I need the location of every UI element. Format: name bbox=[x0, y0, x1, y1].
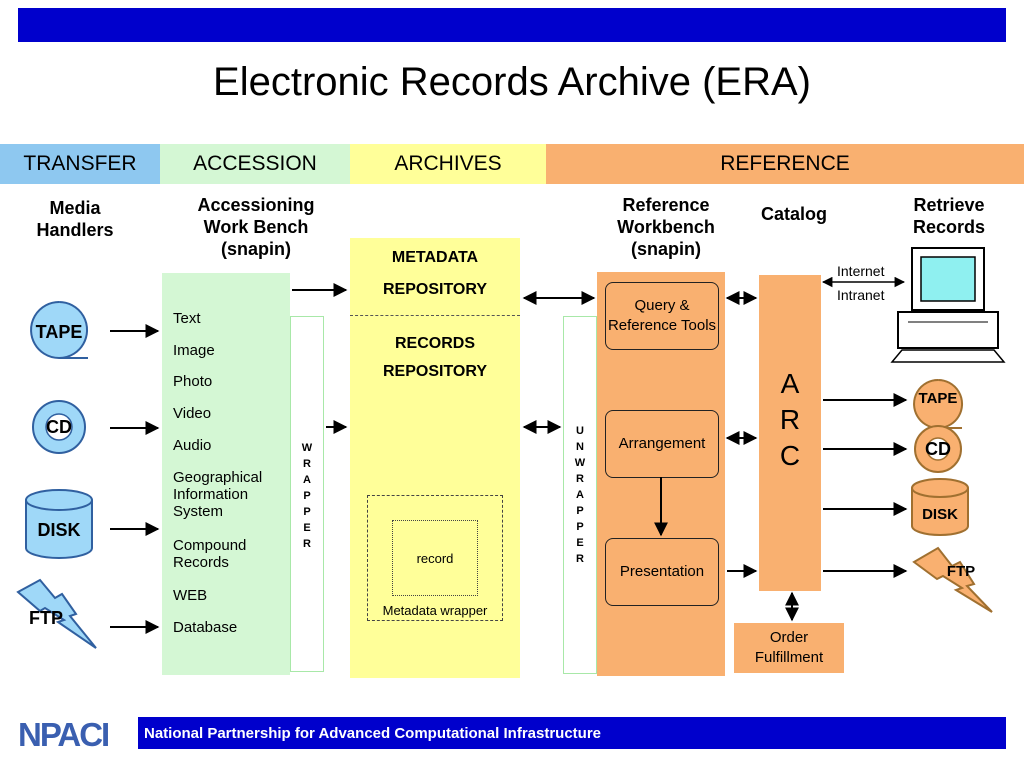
unwrapper-letter: R bbox=[576, 553, 584, 565]
unwrapper-letter: R bbox=[576, 473, 584, 485]
label-accessioning-work-bench: Accessioning Work Bench (snapin) bbox=[197, 195, 315, 259]
unwrapper-letter: U bbox=[576, 425, 584, 437]
wrapper-panel bbox=[290, 316, 324, 672]
npaci-logo: NPACI bbox=[16, 716, 120, 753]
cd-icon bbox=[914, 425, 962, 473]
unwrapper-letter: P bbox=[576, 521, 584, 533]
top-bar bbox=[18, 8, 1006, 42]
ftp-lightning-icon bbox=[912, 546, 993, 613]
label-catalog: Catalog bbox=[760, 204, 827, 224]
media-label-ftp: FTP bbox=[946, 563, 976, 580]
order-fulfillment-box: Order Fulfillment bbox=[734, 623, 844, 673]
wrapper-letter: W bbox=[301, 442, 313, 454]
internet-label: Internet bbox=[837, 263, 885, 279]
metadata-repository: METADATA REPOSITORY bbox=[350, 242, 520, 306]
label-retrieve-records: Retrieve Records bbox=[912, 195, 986, 237]
arc-letter: R bbox=[779, 404, 801, 435]
label-reference-workbench: Reference Workbench (snapin) bbox=[617, 195, 715, 259]
records-repository: RECORDS REPOSITORY bbox=[350, 330, 520, 386]
accession-item: Geographical Information System bbox=[173, 469, 263, 520]
record-box: record bbox=[392, 520, 478, 596]
arc-catalog-bar bbox=[759, 275, 821, 591]
repository-divider bbox=[350, 315, 520, 316]
media-label-disk: DISK bbox=[922, 506, 958, 523]
computer-icon bbox=[890, 247, 1006, 363]
query-reference-tools-box: Query & Reference Tools bbox=[605, 282, 719, 350]
intranet-label: Intranet bbox=[837, 287, 885, 303]
unwrapper-letter: P bbox=[576, 505, 584, 517]
wrapper-letter: R bbox=[303, 458, 311, 470]
accession-item: Audio bbox=[173, 437, 212, 454]
unwrapper-letter: N bbox=[576, 441, 584, 453]
tape-icon bbox=[30, 301, 89, 359]
media-label-cd: CD bbox=[925, 439, 951, 459]
media-label-cd: CD bbox=[46, 417, 72, 437]
records-repository-line: REPOSITORY bbox=[382, 363, 488, 380]
accession-panel bbox=[162, 273, 290, 675]
accession-item: Image bbox=[173, 342, 215, 359]
accession-item: Database bbox=[173, 619, 238, 636]
metadata-wrapper-label: Metadata wrapper bbox=[382, 603, 488, 618]
ftp-lightning-icon bbox=[16, 578, 97, 649]
label-media-handlers: Media Handlers bbox=[36, 198, 114, 240]
header-accession: ACCESSION bbox=[160, 144, 350, 184]
unwrapper-letter: E bbox=[576, 537, 584, 549]
disk-icon bbox=[911, 478, 969, 536]
disk-icon bbox=[25, 489, 93, 559]
media-label-disk: DISK bbox=[37, 520, 81, 540]
unwrapper-letter: W bbox=[574, 457, 586, 469]
unwrapper-panel bbox=[563, 316, 597, 674]
accession-item: Photo bbox=[173, 373, 213, 390]
wrapper-letter: P bbox=[303, 506, 311, 518]
records-repository-line: RECORDS bbox=[394, 335, 475, 352]
wrapper-letter: E bbox=[303, 522, 311, 534]
wrapper-letter: P bbox=[303, 490, 311, 502]
media-label-ftp: FTP bbox=[29, 608, 63, 628]
accession-item: WEB bbox=[173, 587, 208, 604]
unwrapper-letter: A bbox=[576, 489, 584, 501]
unwrapper-label: U N W R A P P E R bbox=[573, 423, 587, 567]
accession-item: Video bbox=[173, 405, 212, 422]
svg-text:NPACI: NPACI bbox=[18, 716, 108, 750]
header-reference: REFERENCE bbox=[546, 144, 1024, 184]
presentation-box: Presentation bbox=[605, 538, 719, 606]
metadata-wrapper-box bbox=[367, 495, 503, 621]
footer-bar: National Partnership for Advanced Comput… bbox=[138, 717, 1006, 749]
page-title: Electronic Records Archive (ERA) bbox=[213, 60, 811, 104]
metadata-repository-line: METADATA bbox=[391, 249, 479, 266]
wrapper-label: W R A P P E R bbox=[300, 440, 314, 552]
archives-panel bbox=[350, 238, 520, 678]
wrapper-letter: R bbox=[303, 538, 311, 550]
header-archives: ARCHIVES bbox=[350, 144, 546, 184]
arc-letter: A bbox=[780, 368, 800, 399]
arc-label: A R C bbox=[759, 366, 821, 474]
accession-item: Text bbox=[173, 310, 201, 327]
cd-icon bbox=[32, 400, 86, 454]
header-transfer: TRANSFER bbox=[0, 144, 160, 184]
metadata-repository-line: REPOSITORY bbox=[382, 281, 488, 298]
arc-letter: C bbox=[779, 440, 801, 471]
media-label-tape: TAPE bbox=[35, 322, 83, 342]
accession-item: Compound Records bbox=[173, 537, 247, 571]
media-label-tape: TAPE bbox=[918, 390, 958, 407]
arrangement-box: Arrangement bbox=[605, 410, 719, 478]
wrapper-letter: A bbox=[303, 474, 311, 486]
